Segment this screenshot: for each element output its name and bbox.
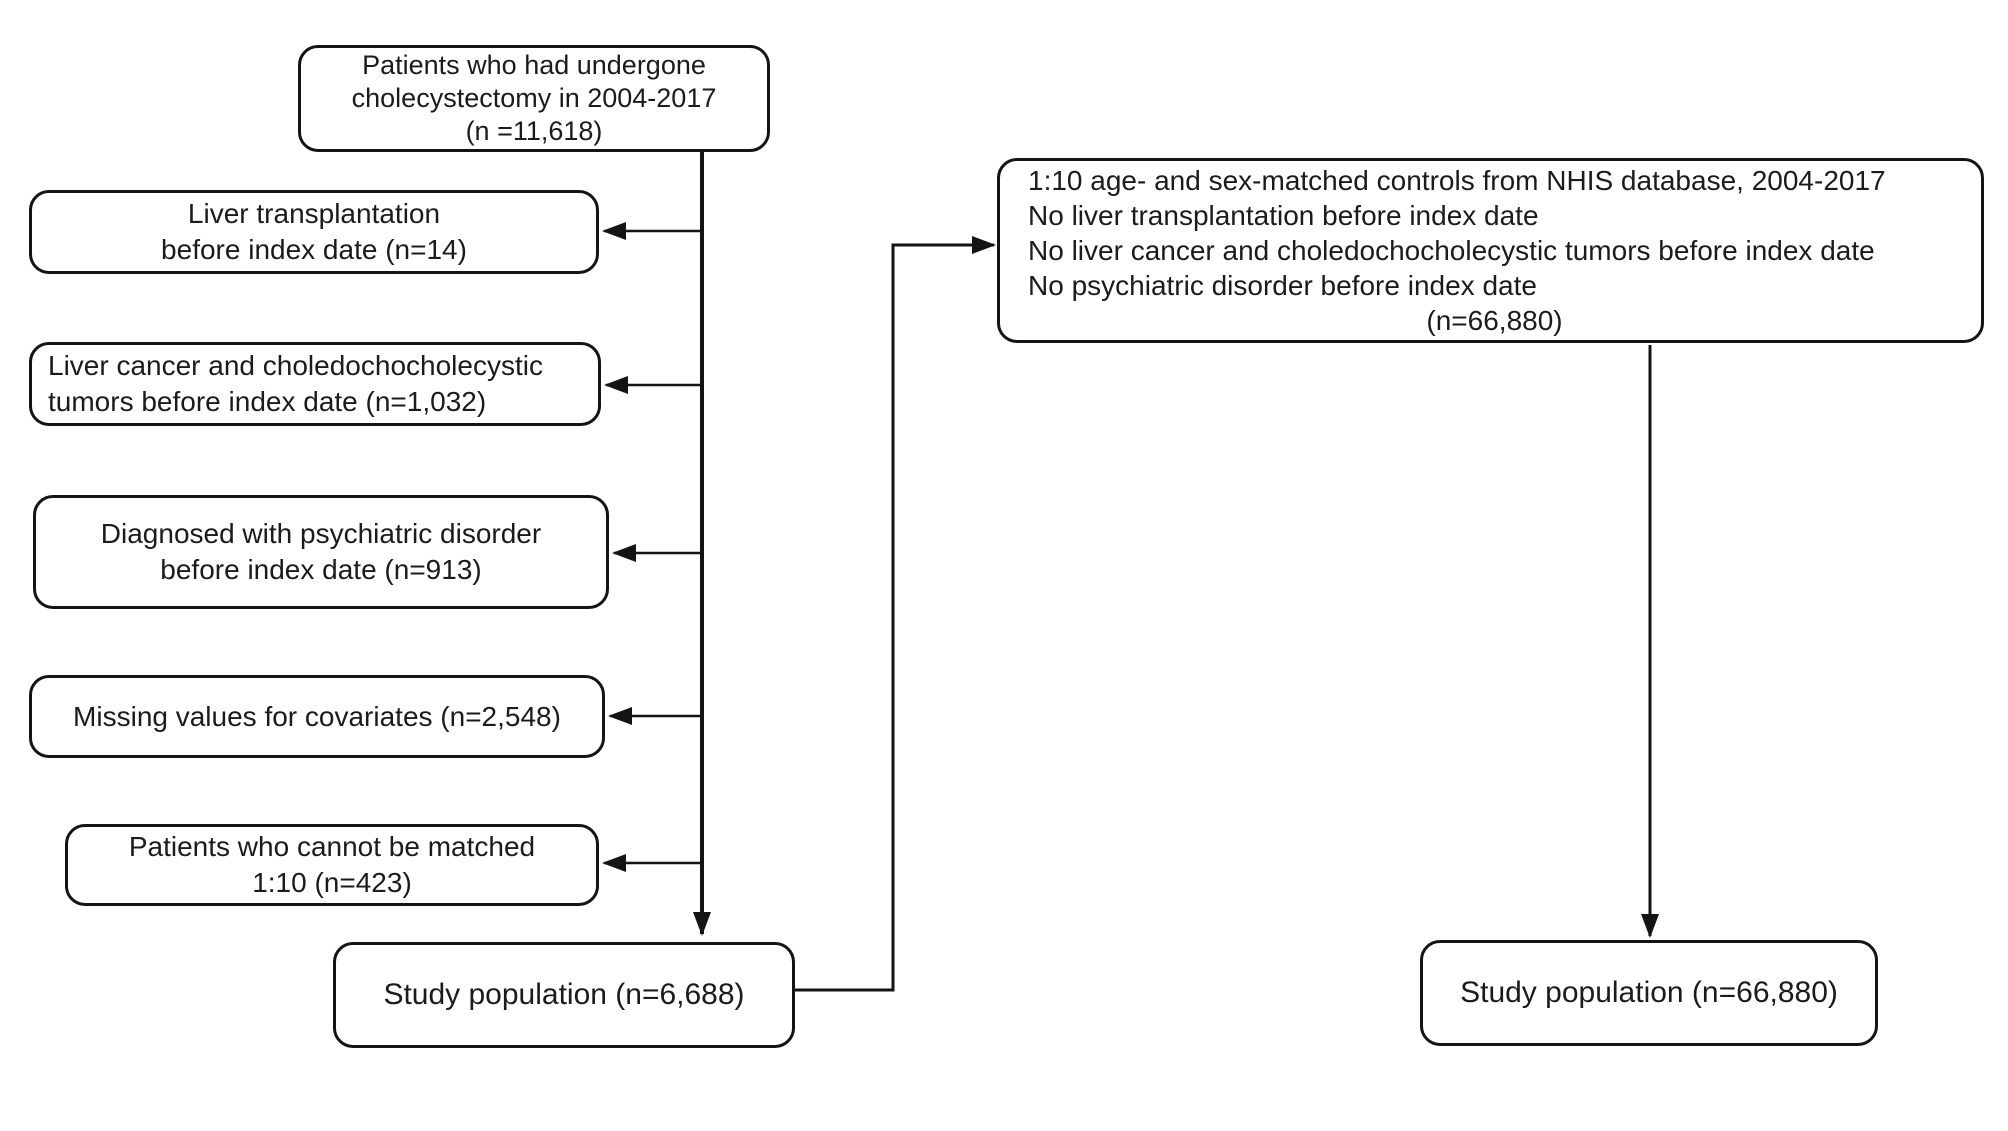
box-exclusion-liver-transplant: Liver transplantation before index date … <box>29 190 599 274</box>
exclusion-line: before index date (n=14) <box>161 234 467 265</box>
box-exclusion-liver-cancer: Liver cancer and choledochocholecystic t… <box>29 342 601 426</box>
exclusion-line: tumors before index date (n=1,032) <box>48 386 487 417</box>
controls-line: No liver cancer and choledochocholecysti… <box>1028 235 1875 266</box>
exclusion-line: Diagnosed with psychiatric disorder <box>100 518 542 549</box>
controls-line: No psychiatric disorder before index dat… <box>1028 270 1537 301</box>
exclusion-line: Patients who cannot be matched <box>128 831 536 862</box>
box-exclusion-psychiatric: Diagnosed with psychiatric disorder befo… <box>33 495 609 609</box>
controls-count: (n=66,880) <box>1426 305 1563 336</box>
exclusion-line: 1:10 (n=423) <box>252 867 412 898</box>
exclusion-line: before index date (n=913) <box>160 554 482 585</box>
exclusion-line: Liver cancer and choledochocholecystic <box>48 350 543 381</box>
exclusion-line: Missing values for covariates (n=2,548) <box>73 700 561 732</box>
cohort-count: (n =11,618) <box>465 116 603 146</box>
controls-line: No liver transplantation before index da… <box>1028 200 1539 231</box>
study-controls-label: Study population (n=66,880) <box>1460 976 1838 1009</box>
exclusion-line: Liver transplantation <box>187 198 441 229</box>
box-exclusion-missing-covariates: Missing values for covariates (n=2,548) <box>29 675 605 758</box>
cohort-line: cholecystectomy in 2004-2017 <box>351 83 717 113</box>
controls-line: 1:10 age- and sex-matched controls from … <box>1028 165 1886 196</box>
box-cohort: Patients who had undergone cholecystecto… <box>298 45 770 152</box>
box-study-population-controls: Study population (n=66,880) <box>1420 940 1878 1046</box>
box-exclusion-unmatched: Patients who cannot be matched 1:10 (n=4… <box>65 824 599 906</box>
box-study-population-cases: Study population (n=6,688) <box>333 942 795 1048</box>
connector-cases-to-matched-controls <box>795 236 996 992</box>
study-cases-label: Study population (n=6,688) <box>383 978 745 1011</box>
cohort-line: Patients who had undergone <box>362 50 706 80</box>
box-matched-controls: 1:10 age- and sex-matched controls from … <box>997 158 1984 343</box>
